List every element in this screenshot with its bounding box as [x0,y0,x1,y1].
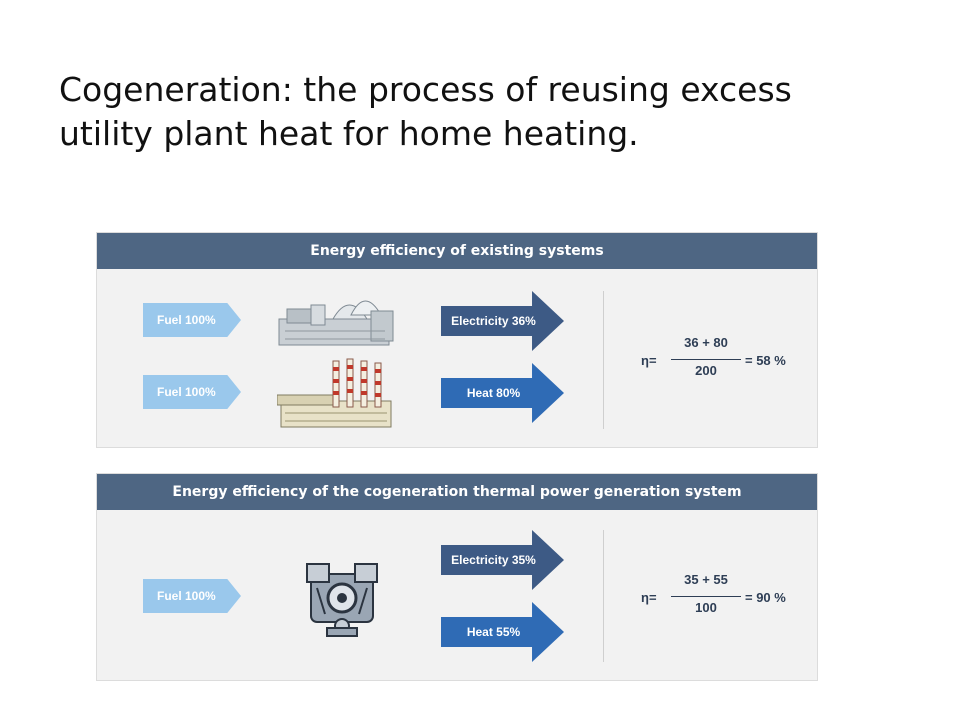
engine-icon [306,563,378,637]
existing-systems-header: Energy efficiency of existing systems [97,233,817,269]
heat-output-arrow: Heat 55% [441,602,564,662]
fraction-bar [671,596,741,597]
slide-title-line-2: utility plant heat for home heating. [59,114,639,153]
heat-output-arrow: Heat 80% [441,363,564,423]
efficiency-formula: η= 36 + 80 200 = 58 % [641,335,801,383]
nuclear-plant-icon [278,300,394,346]
eta-symbol: η= [641,353,657,368]
slide-title: Cogeneration: the process of reusing exc… [59,68,919,156]
cogeneration-header: Energy efficiency of the cogeneration th… [97,474,817,510]
formula-divider [603,291,604,429]
fuel-input-arrow-2: Fuel 100% [143,375,241,409]
formula-numerator: 35 + 55 [684,572,728,587]
existing-systems-panel: Energy efficiency of existing systems Fu… [96,232,818,448]
formula-result: = 90 % [745,590,786,605]
factory-smokestacks-icon [277,358,392,428]
electricity-output-arrow: Electricity 36% [441,291,564,351]
fuel-input-arrow-1: Fuel 100% [143,303,241,337]
fuel-input-arrow: Fuel 100% [143,579,241,613]
formula-denominator: 200 [695,363,717,378]
electricity-output-arrow: Electricity 35% [441,530,564,590]
formula-result: = 58 % [745,353,786,368]
cogeneration-panel: Energy efficiency of the cogeneration th… [96,473,818,681]
slide-title-line-1: Cogeneration: the process of reusing exc… [59,70,792,109]
eta-symbol: η= [641,590,657,605]
formula-denominator: 100 [695,600,717,615]
formula-divider [603,530,604,662]
fraction-bar [671,359,741,360]
formula-numerator: 36 + 80 [684,335,728,350]
efficiency-formula: η= 35 + 55 100 = 90 % [641,572,801,620]
